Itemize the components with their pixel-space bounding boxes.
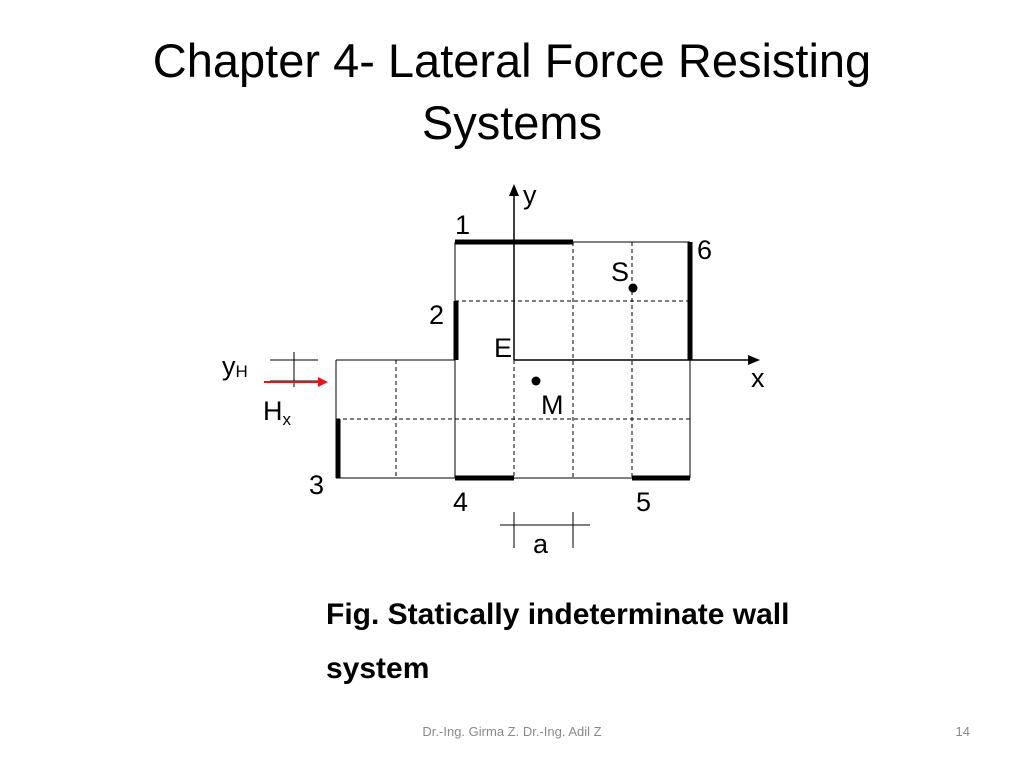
yH-main: y	[222, 351, 236, 381]
slide-title: Chapter 4- Lateral Force Resisting Syste…	[0, 30, 1024, 154]
Hx-label: Hx	[263, 396, 292, 429]
x-axis-arrowhead	[748, 355, 760, 365]
wall-label-5: 5	[636, 487, 651, 517]
Hx-main: H	[263, 396, 283, 426]
force-arrow-Hx	[264, 377, 328, 387]
footer-author: Dr.-Ing. Girma Z. Dr.-Ing. Adil Z	[422, 724, 602, 739]
point-S-label: S	[611, 257, 629, 287]
wall-label-2: 2	[429, 300, 444, 330]
y-axis-label: y	[523, 180, 537, 210]
dimension-label-a: a	[533, 529, 549, 559]
caption-line-2: system	[326, 652, 430, 685]
title-line-2: Systems	[421, 96, 603, 149]
point-M-dot	[531, 376, 541, 386]
grid-lines	[336, 242, 690, 478]
figure-caption: Fig. Statically indeterminate wall syste…	[326, 588, 926, 696]
wall-label-3: 3	[309, 470, 324, 500]
x-axis-label: x	[751, 363, 765, 393]
point-M-label: M	[541, 390, 564, 420]
point-S-dot	[628, 283, 638, 293]
walls	[335, 239, 693, 481]
axes	[509, 184, 760, 365]
y-axis-arrowhead	[509, 184, 519, 196]
wall-label-4: 4	[453, 487, 468, 517]
wall-label-6: 6	[697, 235, 712, 265]
dimension-marker-a	[500, 512, 590, 548]
Hx-sub: x	[283, 410, 292, 429]
wall-label-1: 1	[455, 210, 470, 240]
caption-line-1: Fig. Statically indeterminate wall	[326, 598, 790, 631]
yH-sub: H	[236, 362, 248, 381]
yH-label: yH	[222, 351, 248, 381]
title-line-1: Chapter 4- Lateral Force Resisting	[152, 34, 872, 87]
footer-page-number: 14	[955, 724, 970, 739]
point-E-label: E	[494, 333, 512, 363]
